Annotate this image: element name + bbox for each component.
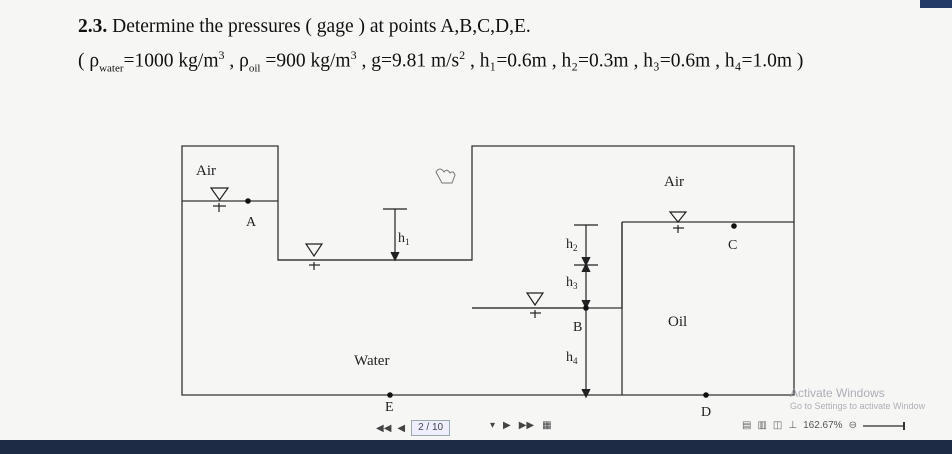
rho-oil-subscript: oil [248,62,261,75]
point-e-dot [387,392,393,398]
problem-parameters: ( ρwater=1000 kg/m3 , ρoil =900 kg/m3 , … [78,48,803,74]
point-b-dot [583,305,589,311]
free-surface-symbol-b [525,292,545,307]
rho-oil-unit-exp: 3 [350,48,357,62]
layout-icon[interactable]: ▦ [542,420,552,431]
point-c-label: C [728,238,737,253]
top-right-corner-badge [920,0,952,8]
h3-label: h3 [566,275,578,291]
watermark-line-1: Activate Windows [790,386,885,400]
rho-water-value: =1000 kg/m [123,50,219,72]
point-c-dot [731,223,737,229]
point-a-dot [245,198,251,204]
water-label: Water [354,353,389,369]
page-view-icon[interactable]: ▥ [757,420,767,431]
activate-windows-watermark: Activate Windows Go to Settings to activ… [790,386,925,411]
zoom-slider[interactable] [862,421,905,430]
last-page-icon[interactable]: ▶▶ [518,420,535,431]
point-d-label: D [701,405,711,420]
free-surface-symbol-middle [304,243,324,258]
problem-title: 2.3. Determine the pressures ( gage ) at… [78,16,531,38]
page-indicator[interactable]: 2 / 10 [411,420,451,436]
dropdown-icon[interactable]: ▾ [490,420,496,431]
rho-water-subscript: water [99,62,124,75]
h4-value: h₄=1.0m ) [720,50,804,72]
g-unit-exp: 2 [459,48,466,62]
document-page: 2.3. Determine the pressures ( gage ) at… [78,16,926,420]
g-value: , g=9.81 m/s [356,50,460,72]
rho-oil-value: =900 kg/m [260,50,351,72]
point-b-label: B [573,320,582,335]
first-page-icon[interactable]: ◀◀ [376,422,392,434]
h2-label: h2 [566,237,578,253]
rho-water-symbol: ρ [89,50,100,72]
rho-water-unit-exp: 3 [218,48,225,62]
point-e-label: E [385,400,394,415]
point-d-dot [703,392,709,398]
free-surface-symbol-left [209,187,230,202]
pdf-viewer-toolbar: ◀◀ ◀ 2 / 10 ▾ ▶ ▶▶ ▦ ▤ ▥ ◫ ⊥ 162.67% ⊖ [0,418,952,440]
fit-icon[interactable]: ⊥ [788,420,798,431]
problem-number: 2.3. [78,16,108,37]
partition-wall [472,222,623,309]
windows-taskbar [0,440,952,454]
params-sep: , [224,50,240,72]
point-a-label: A [246,215,257,230]
two-page-icon[interactable]: ◫ [772,420,783,431]
air-label-left: Air [196,163,216,179]
vessel-outline [181,145,795,396]
zoom-out-icon[interactable]: ⊖ [848,420,857,431]
hand-cursor-icon [435,168,456,184]
h4-label: h4 [566,350,578,366]
zoom-level: 162.67% [803,420,843,431]
page-navigation-right: ▾ ▶ ▶▶ ▦ [490,420,552,431]
page-navigation: ◀◀ ◀ 2 / 10 [376,420,451,436]
free-surface-symbol-right [668,211,688,223]
h1-value: , h₁=0.6m , [465,50,557,72]
air-label-right: Air [664,174,684,190]
next-page-icon[interactable]: ▶ [503,420,511,431]
manometer-diagram: Air Air A B C D E h1 h2 h3 h4 Water Oil [181,145,795,420]
h2-value: h₂=0.3m , [556,50,639,72]
oil-label: Oil [668,314,687,330]
params-open: ( [78,50,90,72]
watermark-line-2: Go to Settings to activate Window [790,401,926,411]
h3-value: h₃=0.6m , [638,50,721,72]
h1-label: h1 [398,231,410,247]
view-mode-icon[interactable]: ▤ [742,420,752,431]
zoom-controls: ▤ ▥ ◫ ⊥ 162.67% ⊖ [742,420,905,431]
prev-page-icon[interactable]: ◀ [397,422,406,434]
rho-oil-symbol: ρ [239,50,249,72]
problem-statement: Determine the pressures ( gage ) at poin… [107,16,531,37]
